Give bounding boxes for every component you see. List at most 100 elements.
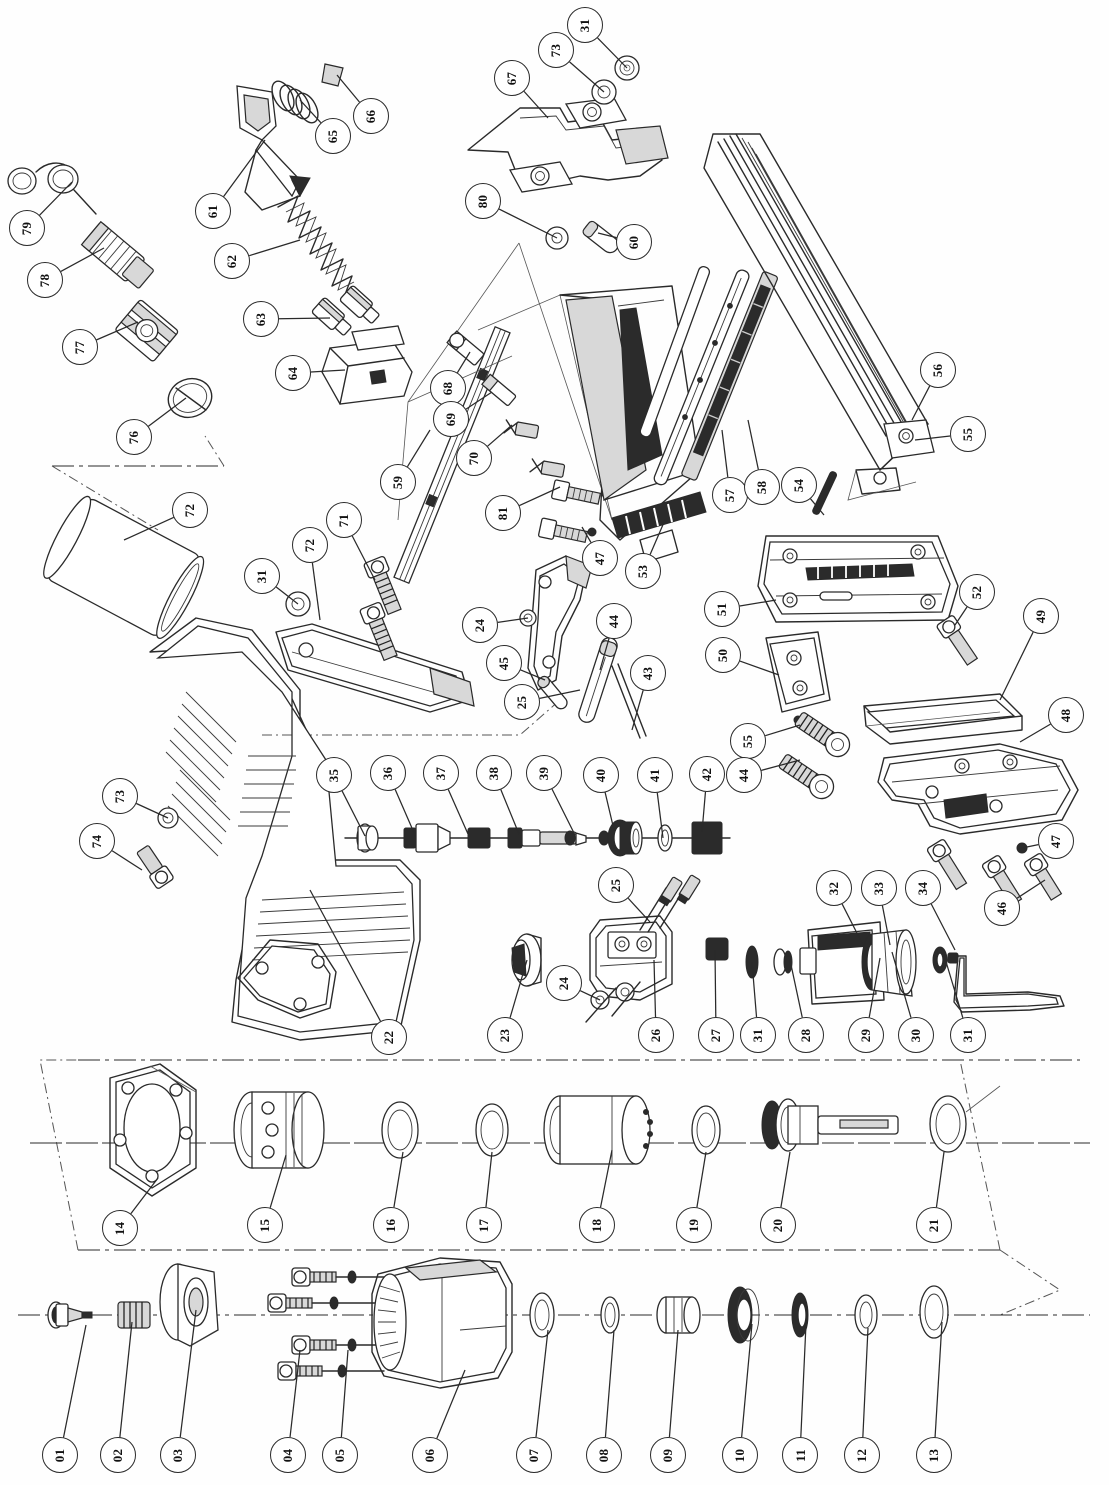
callout-balloon-27[interactable]: 27 [698,1017,734,1053]
callout-balloon-37[interactable]: 37 [423,755,459,791]
callout-balloon-20[interactable]: 20 [760,1207,796,1243]
callout-balloon-36[interactable]: 36 [370,755,406,791]
callout-balloon-47[interactable]: 47 [1038,823,1074,859]
callout-balloon-72[interactable]: 72 [292,527,328,563]
callout-balloon-04[interactable]: 04 [270,1437,306,1473]
callout-balloon-11[interactable]: 11 [782,1437,818,1473]
callout-balloon-62[interactable]: 62 [214,243,250,279]
callout-balloon-25[interactable]: 25 [504,684,540,720]
callout-balloon-76[interactable]: 76 [116,419,152,455]
callout-balloon-01[interactable]: 01 [42,1437,78,1473]
callout-balloon-21[interactable]: 21 [916,1207,952,1243]
callout-balloon-71[interactable]: 71 [326,502,362,538]
callout-balloon-50[interactable]: 50 [705,637,741,673]
callout-balloon-72[interactable]: 72 [172,492,208,528]
callout-balloon-51[interactable]: 51 [704,591,740,627]
callout-balloon-31[interactable]: 31 [740,1017,776,1053]
callout-balloon-73[interactable]: 73 [538,32,574,68]
callout-number: 31 [960,1028,976,1042]
callout-balloon-03[interactable]: 03 [160,1437,196,1473]
callout-number: 28 [798,1028,814,1042]
callout-balloon-38[interactable]: 38 [476,755,512,791]
callout-balloon-48[interactable]: 48 [1048,697,1084,733]
callout-balloon-65[interactable]: 65 [315,118,351,154]
callout-balloon-13[interactable]: 13 [916,1437,952,1473]
callout-balloon-56[interactable]: 56 [920,352,956,388]
callout-balloon-22[interactable]: 22 [371,1019,407,1055]
callout-balloon-10[interactable]: 10 [722,1437,758,1473]
callout-balloon-09[interactable]: 09 [650,1437,686,1473]
callout-balloon-43[interactable]: 43 [630,655,666,691]
callout-balloon-40[interactable]: 40 [583,757,619,793]
callout-balloon-24[interactable]: 24 [462,607,498,643]
callout-balloon-33[interactable]: 33 [861,870,897,906]
callout-balloon-31[interactable]: 31 [567,7,603,43]
callout-number: 47 [592,551,608,565]
callout-balloon-26[interactable]: 26 [638,1017,674,1053]
callout-balloon-46[interactable]: 46 [984,890,1020,926]
callout-number: 34 [915,881,931,895]
callout-balloon-53[interactable]: 53 [625,553,661,589]
callout-balloon-08[interactable]: 08 [586,1437,622,1473]
callout-balloon-70[interactable]: 70 [456,440,492,476]
callout-balloon-44[interactable]: 44 [596,603,632,639]
callout-balloon-64[interactable]: 64 [275,355,311,391]
callout-balloon-57[interactable]: 57 [712,477,748,513]
callout-balloon-67[interactable]: 67 [494,60,530,96]
callout-balloon-74[interactable]: 74 [79,823,115,859]
callout-balloon-35[interactable]: 35 [316,757,352,793]
callout-number: 38 [486,766,502,780]
callout-balloon-44[interactable]: 44 [726,757,762,793]
callout-number: 58 [754,480,770,494]
callout-balloon-16[interactable]: 16 [373,1207,409,1243]
callout-balloon-05[interactable]: 05 [322,1437,358,1473]
callout-balloon-29[interactable]: 29 [848,1017,884,1053]
callout-balloon-45[interactable]: 45 [486,645,522,681]
callout-balloon-12[interactable]: 12 [844,1437,880,1473]
callout-balloon-68[interactable]: 68 [430,370,466,406]
callout-balloon-52[interactable]: 52 [959,574,995,610]
callout-balloon-79[interactable]: 79 [9,210,45,246]
callout-balloon-69[interactable]: 69 [433,401,469,437]
callout-balloon-17[interactable]: 17 [466,1207,502,1243]
callout-balloon-02[interactable]: 02 [100,1437,136,1473]
callout-balloon-19[interactable]: 19 [676,1207,712,1243]
callout-balloon-32[interactable]: 32 [816,870,852,906]
callout-balloon-63[interactable]: 63 [243,301,279,337]
callout-balloon-07[interactable]: 07 [516,1437,552,1473]
callout-balloon-49[interactable]: 49 [1023,598,1059,634]
callout-balloon-25[interactable]: 25 [598,867,634,903]
callout-balloon-78[interactable]: 78 [27,262,63,298]
callout-balloon-77[interactable]: 77 [62,329,98,365]
callout-balloon-28[interactable]: 28 [788,1017,824,1053]
callout-balloon-23[interactable]: 23 [487,1017,523,1053]
callout-balloon-41[interactable]: 41 [637,757,673,793]
callout-balloon-55[interactable]: 55 [950,416,986,452]
callout-balloon-31[interactable]: 31 [244,558,280,594]
callout-balloon-47[interactable]: 47 [582,540,618,576]
callout-number: 12 [854,1448,870,1462]
callout-number: 20 [770,1218,786,1232]
callout-balloon-30[interactable]: 30 [898,1017,934,1053]
callout-number: 14 [112,1221,128,1235]
callout-balloon-31[interactable]: 31 [950,1017,986,1053]
callout-balloon-14[interactable]: 14 [102,1210,138,1246]
callout-balloon-15[interactable]: 15 [247,1207,283,1243]
callout-balloon-60[interactable]: 60 [616,224,652,260]
callout-balloon-81[interactable]: 81 [485,495,521,531]
callout-balloon-66[interactable]: 66 [353,98,389,134]
callout-balloon-54[interactable]: 54 [781,467,817,503]
callout-balloon-61[interactable]: 61 [195,193,231,229]
callout-balloon-42[interactable]: 42 [689,756,725,792]
callout-balloon-18[interactable]: 18 [579,1207,615,1243]
callout-balloon-55[interactable]: 55 [730,723,766,759]
callout-balloon-59[interactable]: 59 [380,464,416,500]
callout-balloon-06[interactable]: 06 [412,1437,448,1473]
callout-balloon-34[interactable]: 34 [905,870,941,906]
callout-balloon-39[interactable]: 39 [526,755,562,791]
callout-balloon-24[interactable]: 24 [546,965,582,1001]
callout-balloon-73[interactable]: 73 [102,778,138,814]
callout-balloon-58[interactable]: 58 [744,469,780,505]
callout-balloon-80[interactable]: 80 [465,183,501,219]
